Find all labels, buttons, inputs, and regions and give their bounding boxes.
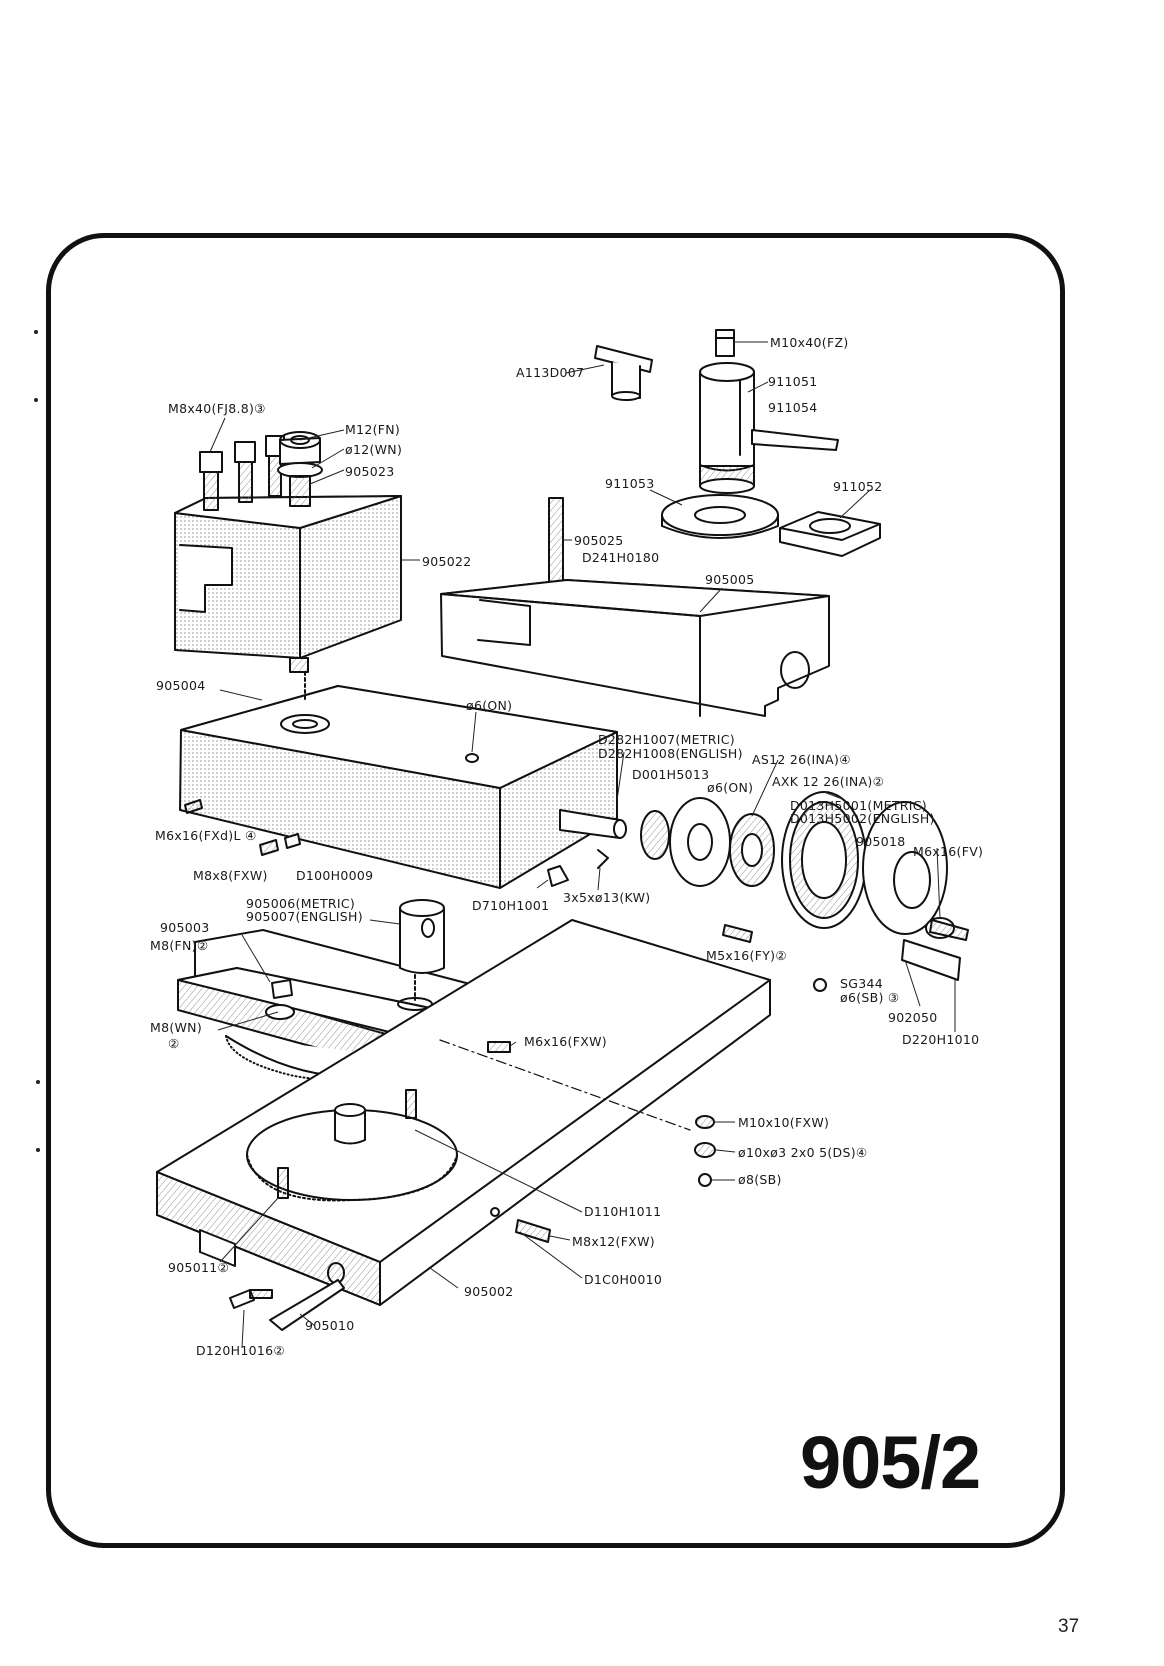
margin-mark (34, 330, 38, 334)
callout-905011: 905011② (168, 1260, 229, 1275)
callout-d100h0010: D1C0H0010 (584, 1272, 662, 1287)
callout-d001h5013: D001H5013 (632, 767, 709, 782)
callout-o8sb: ø8(SB) (738, 1172, 782, 1187)
drawing-number: 905/2 (800, 1421, 981, 1504)
callout-key3x5: 3x5xø13(KW) (563, 890, 650, 905)
callout-905007: 905007(ENGLISH) (246, 909, 363, 924)
flat-key (751, 429, 839, 451)
callout-m8fn: M8(FN)② (150, 938, 208, 953)
page-number: 37 (1058, 1616, 1080, 1637)
callout-905006: 905006(METRIC) (246, 896, 355, 911)
callout-m6x16fxdl: M6x16(FXd)L ④ (155, 828, 257, 843)
small-hardware (184, 799, 827, 1331)
callout-905023: 905023 (345, 464, 395, 479)
callout-902050: 902050 (888, 1010, 938, 1025)
saddle-base (156, 919, 771, 1306)
callout-905002: 905002 (464, 1284, 514, 1299)
callout-905005: 905005 (705, 572, 755, 587)
callout-911054: 911054 (768, 400, 818, 415)
margin-mark (36, 1080, 40, 1084)
callout-m12fn: M12(FN) (345, 422, 400, 437)
callout-as12: AS12 26(INA)④ (752, 752, 851, 767)
pivot-post (397, 899, 445, 1011)
callout-d100h0009: D100H0009 (296, 868, 373, 883)
callout-axk12: AXK 12 26(INA)② (772, 774, 884, 789)
callout-905003: 905003 (160, 920, 210, 935)
callout-m6x16fv: M6x16(FV) (913, 844, 983, 859)
callout-m8x8fxw: M8x8(FXW) (193, 868, 268, 883)
callout-o6sb: ø6(SB) ③ (840, 990, 899, 1005)
clamp-cylinder (699, 329, 755, 494)
callout-m10x10fxw: M10x10(FXW) (738, 1115, 829, 1130)
callout-m8wn-qty: ② (168, 1036, 180, 1051)
callout-a113d007: A113D007 (516, 365, 584, 380)
callout-d110h1011: D110H1011 (584, 1204, 661, 1219)
callout-d013h5002: D013H5002(ENGLISH) (790, 811, 935, 826)
callout-m10x40fz: M10x40(FZ) (770, 335, 849, 350)
callout-labels: A113D007 M10x40(FZ) 911051 911054 M8x40(… (150, 335, 983, 1358)
callout-m8wn: M8(WN) (150, 1020, 202, 1035)
leader-lines (209, 341, 956, 1349)
tee-wrench (594, 345, 653, 401)
callout-905025: 905025 (574, 533, 624, 548)
callout-m8x40fj: M8x40(FJ8.8)③ (168, 401, 266, 416)
callout-m6x16fxw: M6x16(FXW) (524, 1034, 607, 1049)
callout-911053: 911053 (605, 476, 655, 491)
drawing-frame (46, 233, 1065, 1548)
callout-d282h1007: D282H1007(METRIC) (598, 732, 735, 747)
callout-d013h5001: D013H5001(METRIC) (790, 798, 927, 813)
callout-d220h1010: D220H1010 (902, 1032, 979, 1047)
square-washer (779, 511, 881, 557)
slide-block (440, 497, 830, 717)
callout-905004: 905004 (156, 678, 206, 693)
callout-905010: 905010 (305, 1318, 355, 1333)
callout-911051: 911051 (768, 374, 818, 389)
cross-slide (179, 671, 618, 889)
margin-mark (34, 398, 38, 402)
callout-d282h1008: D282H1008(ENGLISH) (598, 746, 743, 761)
callout-m8x12fxw: M8x12(FXW) (572, 1234, 655, 1249)
margin-mark (36, 1148, 40, 1152)
callout-o6on-b: ø6(ON) (707, 780, 753, 795)
callout-905022: 905022 (422, 554, 472, 569)
callout-m5x16fy: M5x16(FY)② (706, 948, 787, 963)
callout-905018: 905018 (856, 834, 906, 849)
callout-d120h1016: D120H1016② (196, 1343, 285, 1358)
callout-o12wn: ø12(WN) (345, 442, 402, 457)
callout-o10x3: ø10xø3 2x0 5(DS)④ (738, 1145, 867, 1160)
callout-d710h1001: D710H1001 (472, 898, 549, 913)
cap-screws (199, 431, 323, 511)
callout-o6on-a: ø6(ON) (466, 698, 512, 713)
callout-d241h0180: D241H0180 (582, 550, 659, 565)
tool-holder-block (174, 495, 402, 673)
washer (661, 494, 779, 539)
callout-sg344: SG344 (840, 976, 883, 991)
lead-screw (547, 809, 627, 887)
callout-911052: 911052 (833, 479, 883, 494)
bearing-stack (640, 791, 969, 981)
